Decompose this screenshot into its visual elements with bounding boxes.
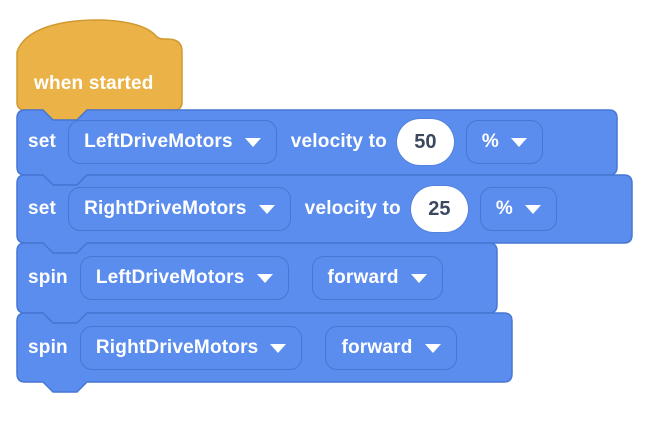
velocity-value: 25 xyxy=(428,197,451,220)
motor-dropdown[interactable]: LeftDriveMotors xyxy=(79,256,289,300)
block-verb-label: spin xyxy=(28,267,68,288)
hat-block-label: when started xyxy=(34,73,154,94)
velocity-value-input[interactable]: 25 xyxy=(410,186,468,232)
chevron-down-icon xyxy=(256,273,273,283)
block-verb-label: set xyxy=(28,198,57,219)
direction-dropdown-value: forward xyxy=(341,337,413,358)
spin-block-right[interactable]: spin RightDriveMotors forward xyxy=(16,312,513,393)
direction-dropdown[interactable]: forward xyxy=(325,326,457,370)
unit-dropdown-value: % xyxy=(495,198,513,219)
chevron-down-icon xyxy=(511,137,528,147)
set-velocity-block-right[interactable]: set RightDriveMotors velocity to 25 % xyxy=(16,174,633,254)
chevron-down-icon xyxy=(244,137,261,147)
set-velocity-block-left[interactable]: set LeftDriveMotors velocity to 50 % xyxy=(16,109,618,186)
hat-block-when-started[interactable]: when started xyxy=(16,19,183,121)
block-connector-label: velocity to xyxy=(304,198,401,219)
direction-dropdown[interactable]: forward xyxy=(311,256,443,300)
chevron-down-icon xyxy=(410,273,427,283)
unit-dropdown-value: % xyxy=(481,131,500,152)
chevron-down-icon xyxy=(270,343,287,353)
block-verb-label: set xyxy=(28,131,57,152)
motor-dropdown-value: RightDriveMotors xyxy=(95,337,259,358)
direction-dropdown-value: forward xyxy=(327,267,399,288)
motor-dropdown[interactable]: LeftDriveMotors xyxy=(68,120,277,164)
block-connector-label: velocity to xyxy=(290,131,387,152)
velocity-value-input[interactable]: 50 xyxy=(396,119,454,165)
chevron-down-icon xyxy=(258,204,275,214)
motor-dropdown-value: LeftDriveMotors xyxy=(95,267,245,288)
chevron-down-icon xyxy=(524,204,541,214)
spin-block-left[interactable]: spin LeftDriveMotors forward xyxy=(16,242,498,324)
motor-dropdown[interactable]: RightDriveMotors xyxy=(68,187,291,231)
velocity-value: 50 xyxy=(414,130,437,153)
motor-dropdown-value: LeftDriveMotors xyxy=(84,131,233,152)
unit-dropdown[interactable]: % xyxy=(479,187,557,231)
motor-dropdown[interactable]: RightDriveMotors xyxy=(79,326,303,370)
block-verb-label: spin xyxy=(28,337,68,358)
chevron-down-icon xyxy=(424,343,441,353)
motor-dropdown-value: RightDriveMotors xyxy=(84,198,247,219)
unit-dropdown[interactable]: % xyxy=(465,120,544,164)
